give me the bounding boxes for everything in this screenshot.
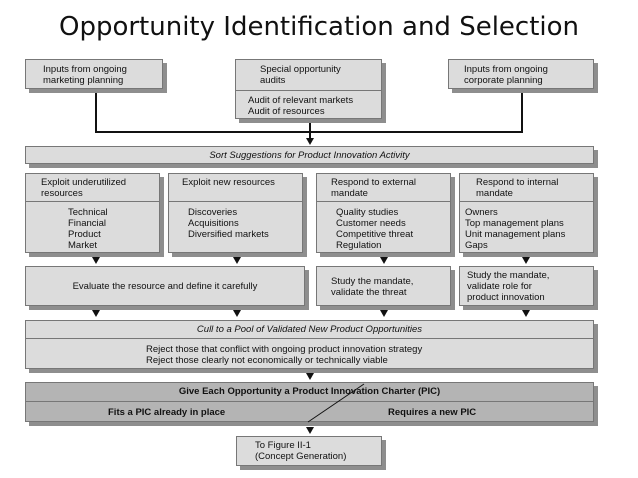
arrow-down (233, 310, 241, 317)
input-marketing-planning-box: Inputs from ongoing marketing planning (25, 59, 163, 89)
input-corporate-planning-label: Inputs from ongoing corporate planning (464, 64, 548, 86)
arrow-down (522, 257, 530, 264)
input-marketing-planning-label: Inputs from ongoing marketing planning (43, 64, 127, 86)
divider (26, 401, 593, 402)
connector-marketing-down (95, 88, 97, 132)
evaluate-resource-label: Evaluate the resource and define it care… (72, 281, 258, 292)
study-internal-mandate-box: Study the mandate, validate role for pro… (459, 266, 594, 306)
divider (169, 201, 302, 202)
arrow-down (92, 310, 100, 317)
column-external-mandate-head: Respond to external mandate (331, 177, 417, 199)
column-internal-mandate: Respond to internal mandate Owners Top m… (459, 173, 594, 253)
pic-heading: Give Each Opportunity a Product Innovati… (178, 386, 441, 397)
special-audits-details: Audit of relevant markets Audit of resou… (248, 95, 354, 117)
special-opportunity-audits-box: Special opportunity audits Audit of rele… (235, 59, 382, 119)
column-underutilized-head: Exploit underutilized resources (41, 177, 127, 199)
cull-pool-criteria: Reject those that conflict with ongoing … (146, 344, 423, 366)
study-external-mandate-label: Study the mandate, validate the threat (331, 276, 414, 298)
input-corporate-planning-box: Inputs from ongoing corporate planning (448, 59, 594, 89)
arrow-to-sort (306, 138, 314, 145)
evaluate-resource-box: Evaluate the resource and define it care… (25, 266, 305, 306)
column-new-resources: Exploit new resources Discoveries Acquis… (168, 173, 303, 253)
divider (460, 201, 593, 202)
column-internal-mandate-items: Owners Top management plans Unit managem… (465, 207, 566, 251)
divider (236, 90, 381, 91)
divider (26, 338, 593, 339)
arrow-down (233, 257, 241, 264)
arrow-down (522, 310, 530, 317)
divider (317, 201, 450, 202)
sort-suggestions-bar: Sort Suggestions for Product Innovation … (25, 146, 594, 164)
column-new-resources-items: Discoveries Acquisitions Diversified mar… (188, 207, 269, 240)
diagram-title: Opportunity Identification and Selection (58, 12, 580, 42)
divider (26, 201, 159, 202)
special-opportunity-audits-label: Special opportunity audits (260, 64, 341, 86)
pic-split-diagonal (307, 383, 365, 423)
column-external-mandate: Respond to external mandate Quality stud… (316, 173, 451, 253)
arrow-down (380, 257, 388, 264)
arrow-down (306, 427, 314, 434)
to-figure-label: To Figure II-1 (Concept Generation) (255, 440, 347, 462)
study-internal-mandate-label: Study the mandate, validate role for pro… (467, 270, 550, 303)
column-new-resources-head: Exploit new resources (182, 177, 275, 188)
connector-corporate-down (521, 88, 523, 132)
connector-center-down (309, 118, 311, 138)
to-figure-box: To Figure II-1 (Concept Generation) (236, 436, 382, 466)
pic-box: Give Each Opportunity a Product Innovati… (25, 382, 594, 423)
arrow-down (380, 310, 388, 317)
cull-pool-heading: Cull to a Pool of Validated New Product … (196, 324, 423, 335)
study-external-mandate-box: Study the mandate, validate the threat (316, 266, 451, 306)
pic-fits-existing: Fits a PIC already in place (108, 407, 226, 418)
column-underutilized-items: Technical Financial Product Market (68, 207, 108, 251)
column-internal-mandate-head: Respond to internal mandate (476, 177, 559, 199)
column-external-mandate-items: Quality studies Customer needs Competiti… (336, 207, 414, 251)
cull-pool-box: Cull to a Pool of Validated New Product … (25, 320, 594, 369)
column-underutilized-resources: Exploit underutilized resources Technica… (25, 173, 160, 253)
pic-requires-new: Requires a new PIC (388, 407, 477, 418)
sort-suggestions-label: Sort Suggestions for Product Innovation … (209, 150, 410, 161)
arrow-down (92, 257, 100, 264)
arrow-down (306, 373, 314, 380)
